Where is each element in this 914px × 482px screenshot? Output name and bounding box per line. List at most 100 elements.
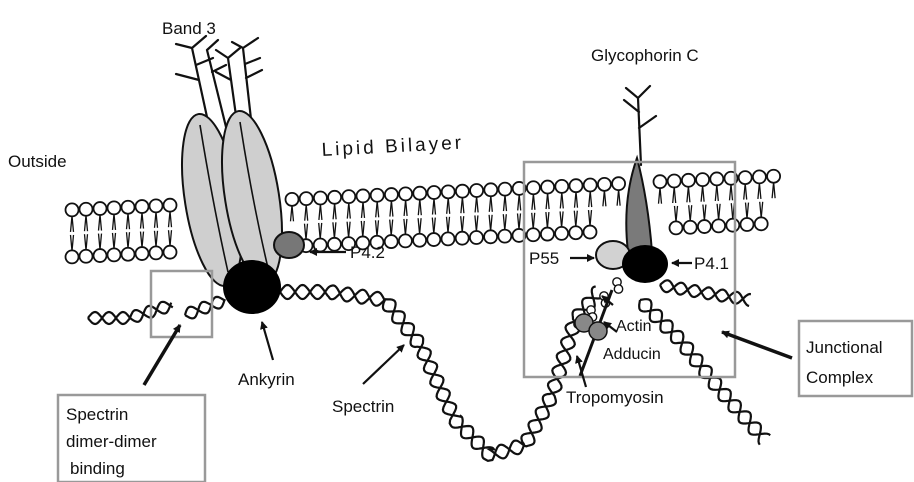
lipid-head (357, 189, 370, 202)
lipid-head (399, 234, 412, 247)
lipid-tail (72, 216, 74, 232)
lipid-tail (320, 204, 322, 220)
lipid-head (108, 201, 121, 214)
junctional-label-line1: Junctional (806, 338, 883, 357)
lipid-head (598, 178, 611, 191)
dimer-label-line1: Spectrin (66, 405, 128, 424)
lipid-tail (562, 211, 564, 227)
lipid-tail (334, 222, 336, 238)
lipid-head (555, 227, 568, 240)
lipid-head (569, 226, 582, 239)
lipid-head (668, 174, 681, 187)
lipid-head (122, 201, 135, 214)
lipid-head (484, 183, 497, 196)
junctional-label-line2: Complex (806, 368, 874, 387)
lipid-head (164, 246, 177, 259)
lipid-head (136, 200, 149, 213)
tropomyosin-label: Tropomyosin (566, 388, 664, 407)
lipid-head (470, 184, 483, 197)
lipid-head (767, 170, 780, 183)
lipid-tail (688, 186, 690, 202)
lipid-head (726, 219, 739, 232)
dimer-label-line2: dimer-dimer (66, 432, 157, 451)
lipid-tail (562, 192, 564, 208)
lipid-tail (774, 182, 776, 198)
lipid-tail (420, 199, 422, 215)
lipid-head (584, 179, 597, 192)
lipid-tail (547, 212, 549, 228)
spectrin-strand-main (280, 285, 596, 458)
lipid-tail (576, 211, 578, 227)
lipid-head (428, 186, 441, 199)
lipid-head (670, 221, 683, 234)
lipid-tail (505, 195, 507, 211)
lipid-head (470, 231, 483, 244)
lipid-tail (349, 203, 351, 219)
lipid-tail (434, 199, 436, 215)
lipid-head (164, 199, 177, 212)
lipid-head (456, 232, 469, 245)
lipid-head (499, 183, 512, 196)
lipid-tail (306, 224, 308, 240)
lipid-tail (420, 218, 422, 234)
lipid-tail (533, 213, 535, 229)
lipid-tail (114, 214, 116, 230)
lipid-tail (660, 188, 662, 204)
spectrin-strand-left-b (185, 299, 225, 318)
lipid-tail (391, 220, 393, 236)
lipid-head (712, 219, 725, 232)
lipid-head (753, 170, 766, 183)
lipid-tail (335, 203, 337, 219)
lipid-tail (406, 200, 408, 216)
spectrin-strand-main (280, 285, 604, 461)
lipid-tail (476, 215, 478, 231)
lipid-tail (548, 193, 550, 209)
lipid-head (286, 193, 299, 206)
lipid-head (739, 171, 752, 184)
lipid-tail (170, 211, 172, 227)
p41-label: P4.1 (694, 254, 729, 273)
lipid-head (682, 174, 695, 187)
lipid-head (314, 191, 327, 204)
lipid-tail (576, 192, 578, 208)
lipid-tail (363, 221, 365, 237)
actin-label: Actin (616, 318, 652, 335)
lipid-tail (320, 223, 322, 239)
lipid-head (399, 187, 412, 200)
ankyrin-protein (223, 260, 281, 314)
lipid-tail (434, 218, 436, 234)
lipid-tail (462, 197, 464, 213)
lipid-tail (86, 234, 88, 250)
lipid-tail (761, 202, 763, 218)
lipid-head (741, 218, 754, 231)
lipid-head (328, 238, 341, 251)
lipid-tail (156, 212, 158, 228)
lipid-tail (745, 184, 747, 200)
lipid-tail (114, 233, 116, 249)
lipid-tail (86, 215, 88, 231)
lipid-tail (674, 187, 676, 203)
glycophorin-c-glycan (624, 86, 656, 165)
lipid-tail (377, 220, 379, 236)
lipid-head (710, 172, 723, 185)
lipid-head (94, 249, 107, 262)
lipid-tail (377, 201, 379, 217)
p41-protein (622, 245, 668, 283)
lipid-tail (142, 232, 144, 248)
lipid-head (66, 250, 79, 263)
lipid-bilayer (66, 170, 781, 264)
lipid-head (328, 191, 341, 204)
lipid-tail (703, 186, 705, 202)
p42-label: P4.2 (350, 243, 385, 262)
spectrin-arrow (363, 345, 404, 384)
lipid-tail (519, 194, 521, 210)
lipid-tail (72, 235, 74, 251)
lipid-tail (719, 204, 721, 220)
lipid-tail (448, 198, 450, 214)
lipid-tail (391, 201, 393, 217)
adducin-label: Adducin (603, 346, 661, 363)
lipid-head (456, 185, 469, 198)
lipid-tail (704, 205, 706, 221)
lipid-head (612, 177, 625, 190)
lipid-head (122, 248, 135, 261)
